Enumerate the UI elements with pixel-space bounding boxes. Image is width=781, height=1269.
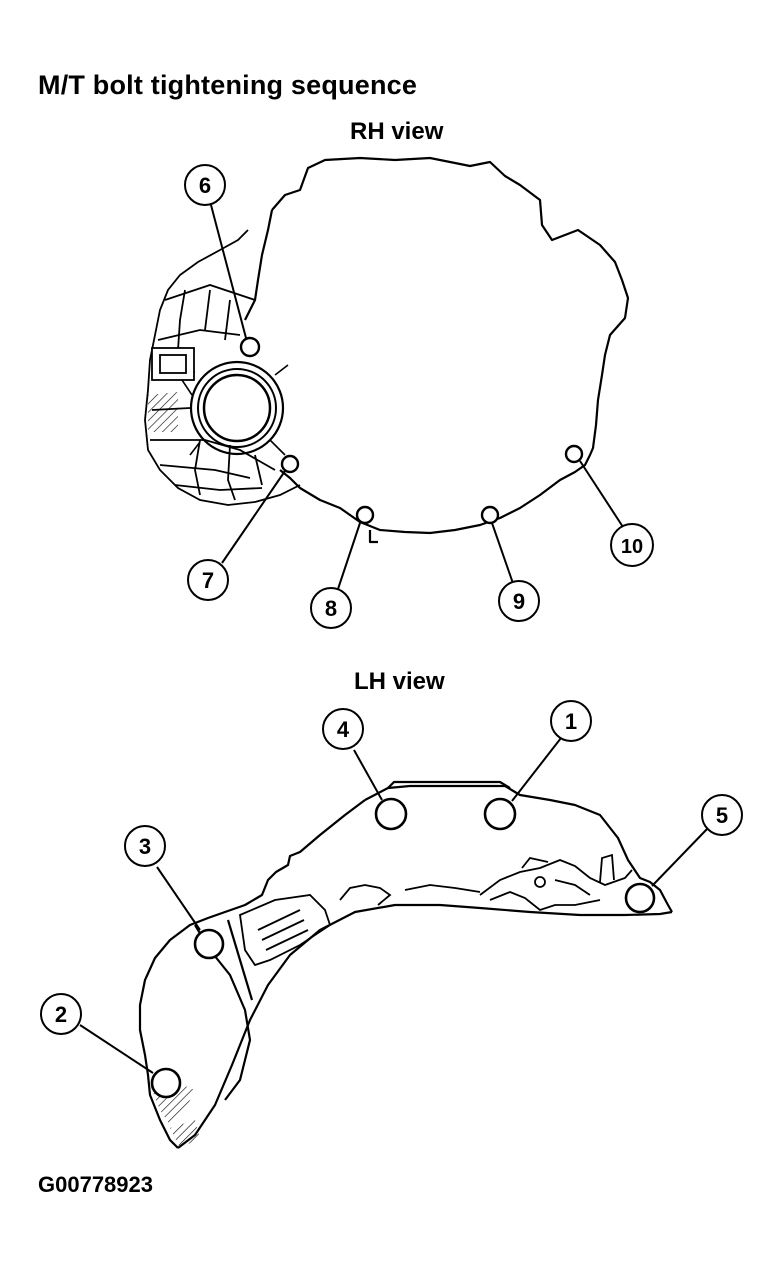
svg-text:1: 1 <box>565 709 577 734</box>
bolt-6 <box>239 336 261 358</box>
lh-view-label: LH view <box>354 668 445 695</box>
callout-5: 5 <box>701 794 743 836</box>
bolt-3 <box>193 928 225 960</box>
svg-text:5: 5 <box>716 803 728 828</box>
svg-text:10: 10 <box>621 536 643 558</box>
rh-callouts: 6 7 8 9 10 <box>184 164 654 629</box>
rh-hatched-area <box>148 392 178 432</box>
lh-housing <box>138 780 673 1149</box>
callout-9: 9 <box>498 580 540 622</box>
svg-text:4: 4 <box>337 717 350 742</box>
rh-leader-lines <box>210 204 624 593</box>
callout-6: 6 <box>184 164 226 206</box>
callout-8: 8 <box>310 587 352 629</box>
callout-2: 2 <box>40 993 82 1035</box>
svg-text:7: 7 <box>202 568 214 593</box>
rh-bolts <box>239 336 584 525</box>
callout-4: 4 <box>322 708 364 750</box>
rh-input-shaft-bore <box>181 360 289 456</box>
callout-3: 3 <box>124 825 166 867</box>
callout-1: 1 <box>550 700 592 742</box>
lh-bolts <box>150 797 656 1099</box>
bolt-2 <box>150 1067 182 1099</box>
bolt-9 <box>480 505 500 525</box>
svg-text:8: 8 <box>325 596 337 621</box>
bolt-1 <box>483 797 517 831</box>
svg-text:2: 2 <box>55 1002 67 1027</box>
rh-side-casting <box>144 229 301 506</box>
svg-text:6: 6 <box>199 173 211 198</box>
bolt-8 <box>355 505 375 525</box>
bolt-4 <box>374 797 408 831</box>
bolt-10 <box>564 444 584 464</box>
figure-code: G00778923 <box>38 1172 153 1197</box>
bolt-7 <box>280 454 300 474</box>
lh-callouts: 4 1 3 5 2 <box>40 700 743 1035</box>
svg-text:9: 9 <box>513 589 525 614</box>
lh-leader-lines <box>79 737 709 1074</box>
callout-7: 7 <box>187 559 229 601</box>
rh-view-label: RH view <box>350 118 444 145</box>
lh-casting-details <box>239 853 633 967</box>
callout-10: 10 <box>610 523 654 567</box>
rh-housing <box>244 156 630 544</box>
bolt-5 <box>624 882 656 914</box>
svg-text:3: 3 <box>139 834 151 859</box>
diagram-title: M/T bolt tightening sequence <box>38 70 418 100</box>
